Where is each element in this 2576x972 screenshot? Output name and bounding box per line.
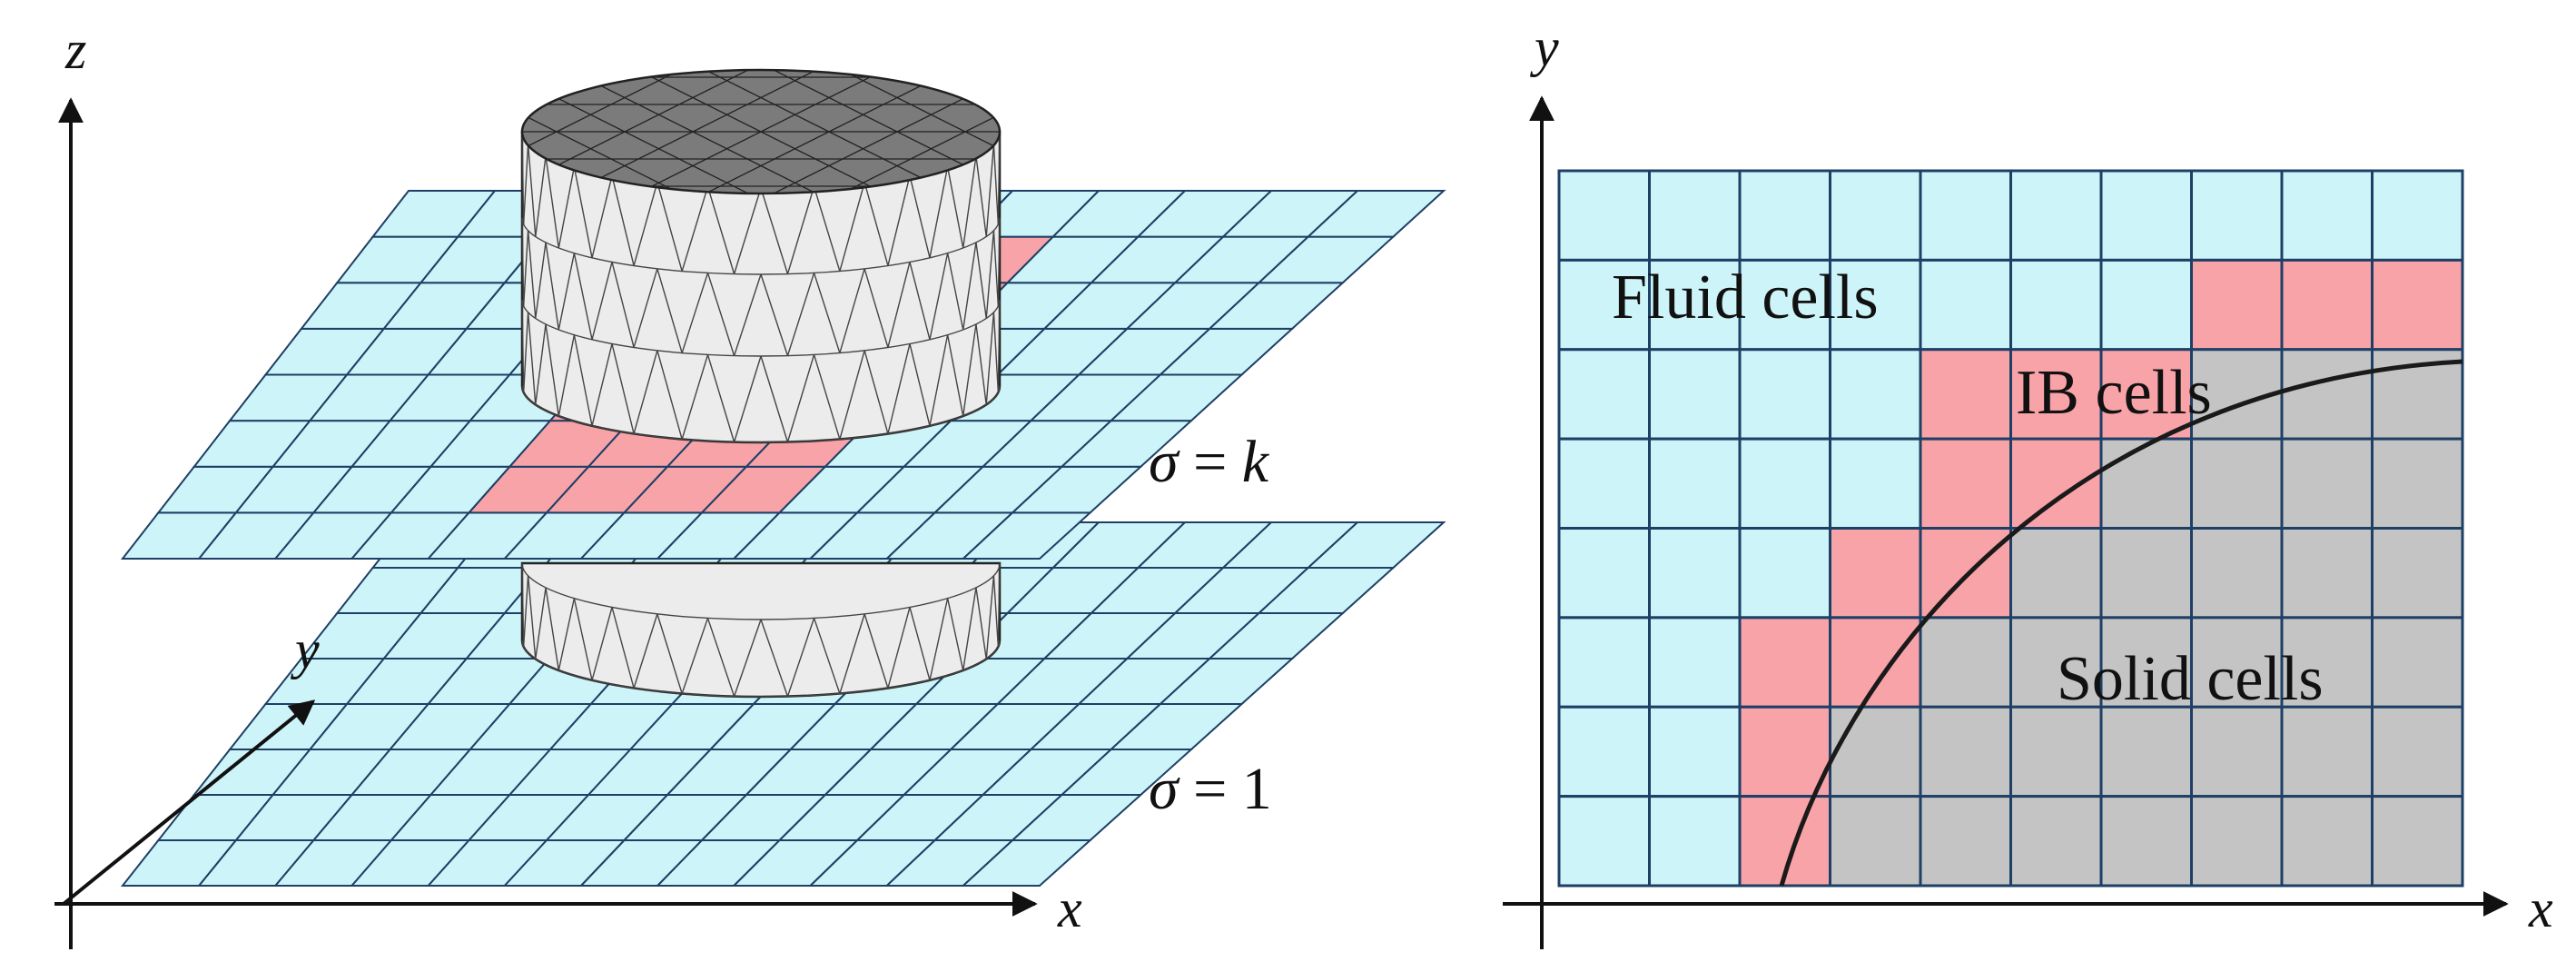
fluid-cell [1738,258,1831,352]
solid-cell [2280,348,2374,441]
x-axis-label-left: x [1057,878,1082,938]
solid-cell [2190,437,2284,530]
solid-cell [2280,705,2374,798]
ib-cell [1919,348,2012,441]
cylinder-lower-section [520,561,1002,699]
cell-grid [1557,169,2464,888]
fluid-cell [1557,795,1651,888]
ib-cell [2190,258,2284,352]
solid-cell [2190,705,2284,798]
fluid-cell [2280,169,2374,262]
fluid-cell [1648,169,1742,262]
fluid-cell [2099,169,2193,262]
fluid-cell [1648,795,1742,888]
fluid-cell [2190,169,2284,262]
right-panel-2d-grid: y x Fluid cells IB cells Solid cells [1503,17,2553,949]
fluid-cell [1557,169,1651,262]
ib-cell [1919,437,2012,530]
immersed-boundary-curve [1779,359,2463,887]
solid-cell [2280,616,2374,709]
solid-cell [2280,437,2374,530]
solid-cell [2280,795,2374,888]
solid-cell [2190,527,2284,620]
fluid-cell [1557,258,1651,352]
solid-cell [2009,795,2103,888]
fluid-cell [1648,616,1742,709]
ib-cell [2099,348,2193,441]
solid-cell [2371,437,2464,530]
ib-cells-label: IB cells [2016,358,2212,428]
solid-cell [2009,527,2103,620]
solid-cell [1919,795,2012,888]
fluid-cell [1648,705,1742,798]
solid-cell [2190,795,2284,888]
fluid-cell [2009,169,2103,262]
fluid-cell [1919,169,2012,262]
ib-cell [1919,527,2012,620]
fluid-cell [1648,348,1742,441]
z-axis-label: z [64,20,86,80]
solid-cell [2371,795,2464,888]
y-axis-label-right: y [1529,17,1559,77]
fluid-cell [1738,169,1831,262]
fluid-cell [1738,348,1831,441]
fluid-cell [1306,190,1446,238]
ib-cell [1829,527,1922,620]
solid-cell [2371,527,2464,620]
solid-cell [2099,795,2193,888]
x-axis-label-right: x [2528,878,2553,938]
fluid-cell [1557,527,1651,620]
ib-cell [1738,705,1831,798]
solid-cell [1919,616,2012,709]
plane-top-label: σ = k [1149,429,1270,495]
fluid-cell [1306,521,1446,569]
fluid-cell [2099,258,2193,352]
fluid-cell [1919,258,2012,352]
solid-cell [2280,527,2374,620]
fluid-cell [1829,169,1922,262]
ib-cell [1738,616,1831,709]
ib-cell [2009,437,2103,530]
y-axis-left [62,699,316,906]
fluid-cell [1648,527,1742,620]
cylinder-upper-section [520,68,1002,444]
solid-cell [2099,705,2193,798]
fluid-cell [1738,437,1831,530]
fluid-cell [1557,348,1651,441]
solid-cell [1919,705,2012,798]
ib-cell [2371,258,2464,352]
fluid-cell [1829,348,1922,441]
solid-cell [2190,616,2284,709]
solid-cell [2099,437,2193,530]
solid-cell [1829,795,1922,888]
solid-cell [2099,527,2193,620]
solid-cell [2009,705,2103,798]
fluid-cell [1557,705,1651,798]
solid-cell [2371,616,2464,709]
fluid-cell [2009,258,2103,352]
solid-cell [1829,705,1922,798]
left-panel-3d-view: z x y σ = k σ = 1 [54,20,1446,949]
y-axis-label-left: y [290,620,320,679]
fluid-cell [1648,437,1742,530]
plane-bottom-label: σ = 1 [1149,756,1272,822]
solid-cell [2009,616,2103,709]
fluid-cell [1557,616,1651,709]
fluid-cells-label: Fluid cells [1612,263,1879,332]
fluid-cell [2371,169,2464,262]
ib-cell [1829,616,1922,709]
fluid-cell [1557,437,1651,530]
fluid-cell [1738,527,1831,620]
solid-cell [2371,705,2464,798]
solid-cells-label: Solid cells [2057,644,2324,714]
ib-cell [2280,258,2374,352]
fluid-cell [1829,437,1922,530]
